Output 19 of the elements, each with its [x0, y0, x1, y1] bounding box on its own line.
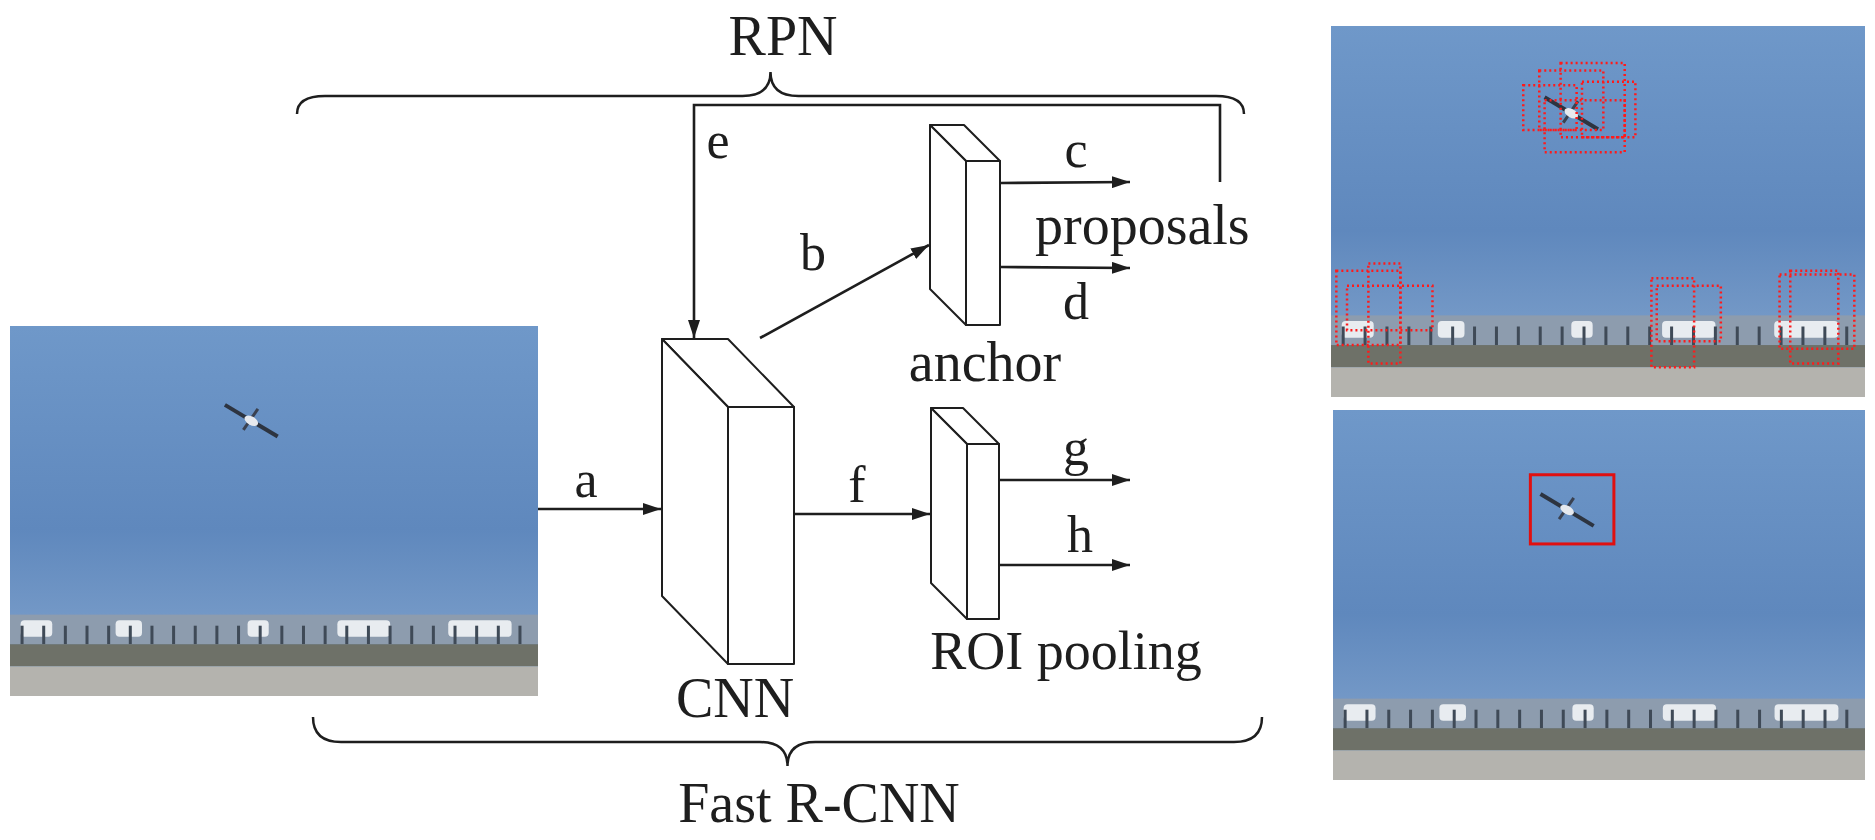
layer-label: anchor	[908, 334, 1062, 390]
output-label: proposals	[1035, 193, 1250, 258]
layer-block	[930, 407, 1000, 620]
layer-block	[929, 124, 1001, 326]
arrow	[1001, 261, 1130, 274]
arrow	[759, 243, 930, 340]
arrow	[1000, 559, 1130, 571]
arrow	[538, 503, 661, 515]
arrow	[795, 508, 930, 520]
airfield-photo	[10, 326, 538, 696]
layer-block	[661, 338, 795, 665]
bracket-label: Fast R-CNN	[678, 775, 960, 831]
arrow	[688, 103, 1222, 338]
arrow	[1000, 474, 1130, 486]
airfield-photo	[1331, 26, 1865, 397]
bracket-label: RPN	[728, 8, 838, 64]
layer-label: CNN	[675, 670, 795, 726]
arrow	[1001, 176, 1130, 189]
airfield-photo	[1333, 410, 1865, 780]
